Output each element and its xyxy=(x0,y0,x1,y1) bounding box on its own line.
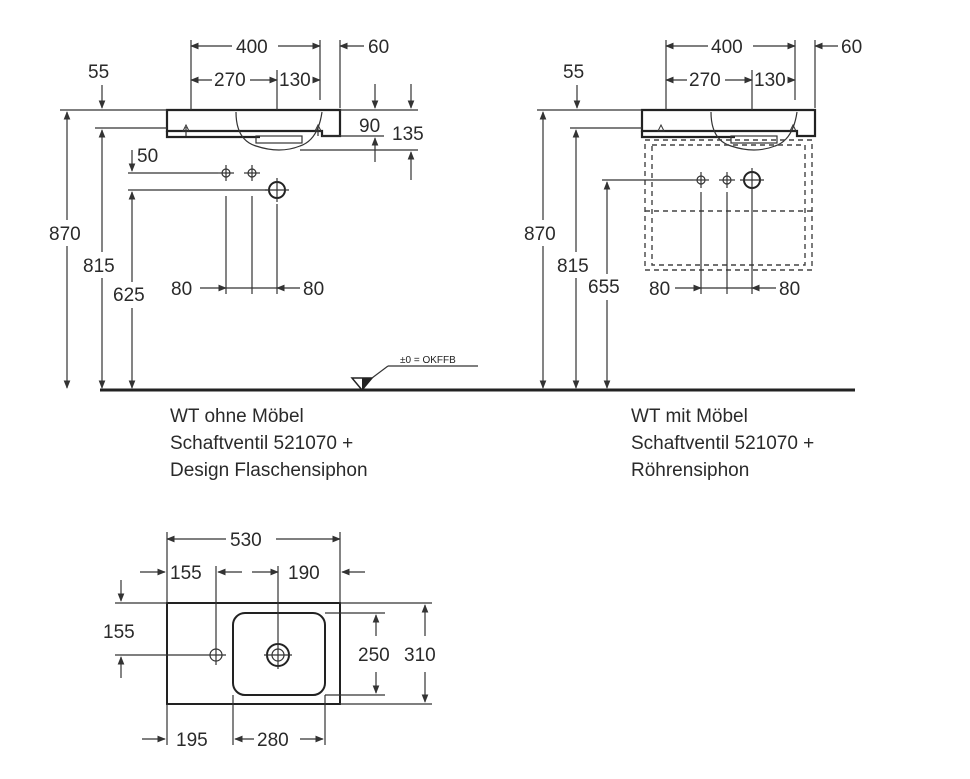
right-front-view: 400 60 270 130 55 870 815 655 80 80 xyxy=(523,37,862,389)
dim-400: 400 xyxy=(236,37,268,58)
basin-outline-right xyxy=(640,108,817,138)
dim-270-right: 270 xyxy=(689,70,721,91)
right-caption: WT mit Möbel Schaftventil 521070 + Röhre… xyxy=(631,406,814,481)
dim-250: 250 xyxy=(358,645,390,666)
dim-815-right: 815 xyxy=(557,256,589,277)
dim-80-right: 80 xyxy=(303,279,324,300)
left-front-view: 400 60 270 130 55 90 135 50 870 xyxy=(48,37,424,389)
floor-level-label: ±0 = OKFFB xyxy=(400,355,456,366)
drain-top-symbol xyxy=(264,641,292,669)
valve-left-symbol-right xyxy=(693,172,709,188)
dim-195: 195 xyxy=(176,730,208,751)
dim-155-vertical: 155 xyxy=(103,622,135,643)
dim-530: 530 xyxy=(230,530,262,551)
drain-symbol xyxy=(265,178,289,202)
dim-625: 625 xyxy=(113,285,145,306)
dim-870: 870 xyxy=(49,224,81,245)
floor-level-marker: ±0 = OKFFB xyxy=(350,355,478,392)
dim-280: 280 xyxy=(257,730,289,751)
left-caption-line-3: Design Flaschensiphon xyxy=(170,460,368,481)
dim-50: 50 xyxy=(137,146,158,167)
dim-90: 90 xyxy=(359,116,380,137)
left-caption: WT ohne Möbel Schaftventil 521070 + Desi… xyxy=(170,406,368,481)
dim-155-top: 155 xyxy=(170,563,202,584)
dim-55: 55 xyxy=(88,62,109,83)
dim-270: 270 xyxy=(214,70,246,91)
top-view: 530 155 190 155 250 310 195 280 xyxy=(103,530,436,751)
dim-130-right: 130 xyxy=(754,70,786,91)
dim-870-right: 870 xyxy=(524,224,556,245)
drain-symbol-right xyxy=(740,168,764,192)
right-caption-line-1: WT mit Möbel xyxy=(631,406,748,427)
dim-80-left-right: 80 xyxy=(649,279,670,300)
right-caption-line-2: Schaftventil 521070 + xyxy=(631,433,814,454)
dim-400-right: 400 xyxy=(711,37,743,58)
bowl-outline xyxy=(232,612,326,696)
basin-top-outline xyxy=(166,602,341,705)
left-caption-line-1: WT ohne Möbel xyxy=(170,406,304,427)
valve-right-symbol xyxy=(244,165,260,181)
dim-130: 130 xyxy=(279,70,311,91)
dim-190: 190 xyxy=(288,563,320,584)
dim-80-right-right: 80 xyxy=(779,279,800,300)
valve-left-symbol xyxy=(218,165,234,181)
dim-60: 60 xyxy=(368,37,389,58)
furniture-outline xyxy=(644,139,813,271)
tap-hole-symbol xyxy=(206,645,226,665)
dim-60-right: 60 xyxy=(841,37,862,58)
dim-655: 655 xyxy=(588,277,620,298)
dim-815: 815 xyxy=(83,256,115,277)
dim-80-left: 80 xyxy=(171,279,192,300)
left-caption-line-2: Schaftventil 521070 + xyxy=(170,433,353,454)
valve-right-symbol-right xyxy=(719,172,735,188)
dim-310: 310 xyxy=(404,645,436,666)
basin-outline xyxy=(165,108,342,138)
dim-135: 135 xyxy=(392,124,424,145)
dim-55-right: 55 xyxy=(563,62,584,83)
right-caption-line-3: Röhrensiphon xyxy=(631,460,749,481)
